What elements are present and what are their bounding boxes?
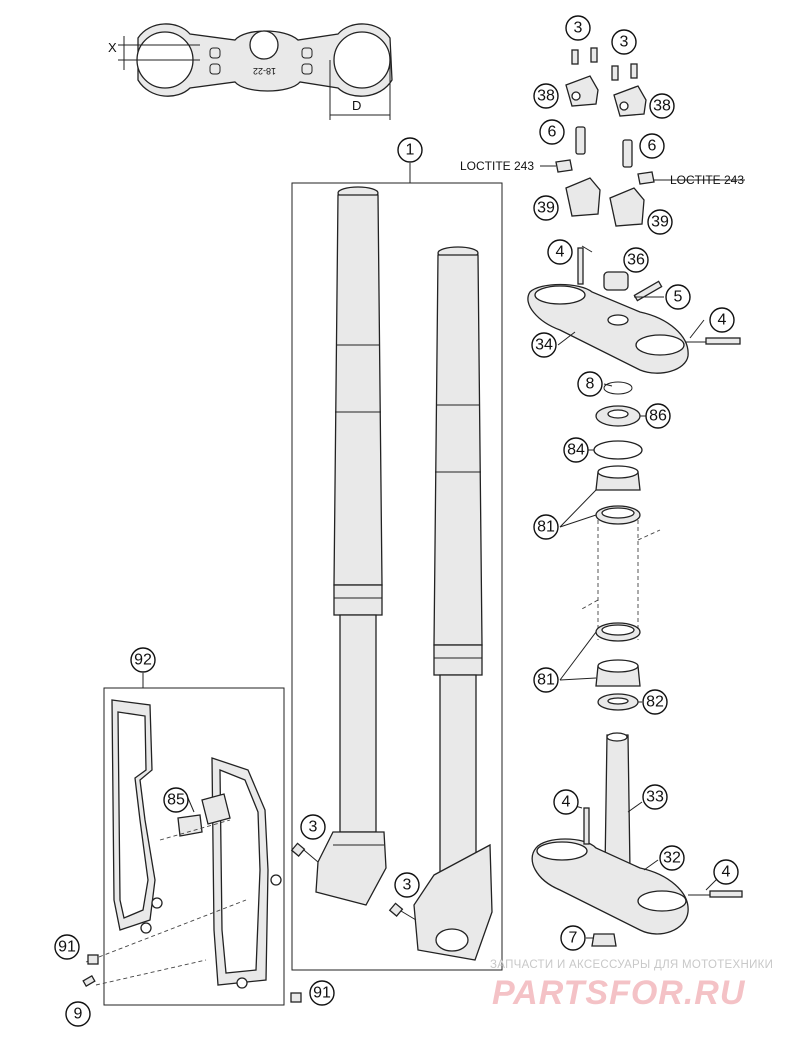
svg-text:4: 4 (556, 244, 565, 261)
svg-text:92: 92 (134, 652, 152, 669)
callout-6-left: 6 (539, 119, 565, 145)
callout-3-fork-right: 3 (394, 872, 420, 898)
callout-34: 34 (531, 332, 557, 358)
svg-text:91: 91 (313, 985, 331, 1002)
dimension-x-label: X (108, 40, 117, 55)
callout-81-lower: 81 (533, 667, 559, 693)
svg-text:81: 81 (537, 519, 555, 536)
svg-text:9: 9 (74, 1006, 83, 1023)
svg-text:3: 3 (620, 34, 629, 51)
steering-bearings (579, 381, 661, 711)
callout-91-left: 91 (54, 934, 80, 960)
callout-82: 82 (642, 689, 668, 715)
callout-4-lower-top: 4 (553, 789, 579, 815)
guard-screw (82, 975, 96, 987)
watermark-subtitle: ЗАПЧАСТИ И АКСЕССУАРЫ ДЛЯ МОТОТЕХНИКИ (490, 959, 773, 971)
svg-text:85: 85 (167, 792, 185, 809)
callout-6-right: 6 (639, 133, 665, 159)
callout-4-upper-top: 4 (547, 239, 573, 265)
callout-92: 92 (130, 647, 156, 673)
watermark-logo: PARTSFOR.RU (492, 974, 746, 1012)
watermark: ЗАПЧАСТИ И АКСЕССУАРЫ ДЛЯ МОТОТЕХНИКИ PA… (490, 959, 773, 1012)
clamp-stamp-text: 18-22 (253, 66, 276, 76)
svg-text:39: 39 (537, 200, 555, 217)
svg-text:39: 39 (651, 214, 669, 231)
svg-text:5: 5 (674, 289, 683, 306)
clamp-bolt-right (388, 902, 417, 921)
callout-38-right: 38 (649, 93, 675, 119)
svg-text:4: 4 (562, 794, 571, 811)
svg-text:1: 1 (406, 142, 415, 159)
svg-text:6: 6 (548, 124, 557, 141)
svg-text:32: 32 (663, 850, 681, 867)
fork-assembly (290, 163, 503, 971)
callout-3-fork-left: 3 (300, 814, 326, 840)
svg-text:81: 81 (537, 672, 555, 689)
loctite-label-left: LOCTITE 243 (460, 159, 534, 173)
callout-39-left: 39 (533, 195, 559, 221)
svg-text:3: 3 (403, 877, 412, 894)
handlebar-clamp-parts (540, 47, 745, 227)
svg-text:36: 36 (627, 252, 645, 269)
lower-triple-clamp (531, 732, 743, 947)
callout-4-lower-right: 4 (713, 859, 739, 885)
callout-81-upper: 81 (533, 514, 559, 540)
callout-39-right: 39 (647, 209, 673, 235)
svg-text:3: 3 (574, 20, 583, 37)
svg-text:38: 38 (537, 88, 555, 105)
triple-clamp-top-view: 18-22 X D (108, 23, 393, 120)
callout-4-upper-right: 4 (709, 307, 735, 333)
upper-triple-clamp (527, 247, 741, 374)
svg-text:84: 84 (567, 442, 585, 459)
left-fork-leg (315, 186, 387, 906)
callout-33: 33 (642, 784, 668, 810)
callout-5: 5 (665, 284, 691, 310)
svg-text:4: 4 (722, 864, 731, 881)
svg-text:7: 7 (569, 930, 578, 947)
callout-85: 85 (163, 787, 189, 813)
svg-text:8: 8 (586, 376, 595, 393)
callout-84: 84 (563, 437, 589, 463)
svg-text:33: 33 (646, 789, 664, 806)
guard-washer-left (87, 954, 99, 965)
callout-3-top-left: 3 (565, 15, 591, 41)
loctite-label-right: LOCTITE 243 (670, 173, 744, 187)
callout-86: 86 (645, 403, 671, 429)
callout-38-left: 38 (533, 83, 559, 109)
callout-91-bottom: 91 (309, 980, 335, 1006)
leader-lines (187, 245, 719, 939)
clamp-bolt-left (290, 842, 319, 863)
svg-text:6: 6 (648, 138, 657, 155)
callout-8: 8 (577, 371, 603, 397)
svg-text:34: 34 (535, 337, 553, 354)
callout-32: 32 (659, 845, 685, 871)
svg-text:38: 38 (653, 98, 671, 115)
callout-3-top-right: 3 (611, 29, 637, 55)
callout-1: 1 (397, 137, 423, 163)
callout-9: 9 (65, 1001, 91, 1027)
guard-washer-bottom (290, 992, 302, 1003)
svg-text:3: 3 (309, 819, 318, 836)
callout-7: 7 (560, 925, 586, 951)
callout-36: 36 (623, 247, 649, 273)
svg-text:91: 91 (58, 939, 76, 956)
dimension-d-label: D (352, 98, 361, 113)
fork-guard-set (82, 673, 302, 1006)
svg-text:4: 4 (718, 312, 727, 329)
right-fork-leg (413, 246, 493, 961)
svg-text:82: 82 (646, 694, 664, 711)
svg-text:86: 86 (649, 408, 667, 425)
